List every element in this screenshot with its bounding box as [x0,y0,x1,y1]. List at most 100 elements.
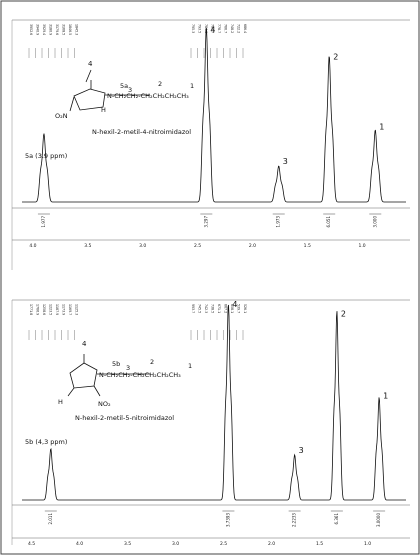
c4-label-top: 4 [88,60,93,68]
peak-list-value: 1766.9 [36,304,40,315]
integral-value: 3.000 [372,216,377,228]
xtick-label: 4.0 [76,541,83,547]
xtick-label: 4.0 [29,243,36,249]
peak-list-value: 658.1 [230,304,234,313]
xtick-label: 1.5 [316,541,323,547]
label-5b-ppm: 5b (4,3 ppm) [25,438,67,446]
integral-value: 3.297 [203,216,208,228]
peak-list-value: 742.3 [204,304,208,313]
xtick-label: 3.5 [84,243,91,249]
xtick-label: 2.0 [249,243,256,249]
peak-list-value: 748.2 [230,24,234,33]
peak-list-value: 3952.6 [29,24,33,35]
bottom-spectrum-trace [22,304,406,501]
peak-list-value: 745.5 [198,304,202,313]
c2-label-top: 2 [158,80,162,88]
chain-formula-bottom: N-CH₂CH₂-CH₂CH₂CH₂CH₃ [99,371,181,379]
peak-list-value: 778.7 [217,24,221,33]
peak-list-value: 784.6 [204,24,208,33]
xtick-label: 1.0 [364,541,371,547]
integral-value: 1.973 [276,216,281,228]
c2-label-bottom: 2 [150,358,154,366]
nitro-bond-top [69,96,75,112]
xtick-label: 4.5 [28,541,35,547]
integral-value: 2.2233 [292,513,297,527]
integral-value: 6.361 [334,513,339,525]
xtick-label: 3.0 [139,243,146,249]
peak-list-value: 667.2 [224,304,228,313]
chain-formula-top: N-CH₂CH₂-CH₂CH₂CH₂CH₃ [107,92,189,100]
peak-list-value: 1169.7 [68,304,72,315]
peak-list-value: 3179.6 [55,24,59,35]
peak-label: 2 [341,310,346,319]
h-atom-top: H [101,106,106,114]
nitro-bond-bottom [93,385,101,397]
structure-4-nitro [69,69,150,112]
peak-list-value: 1187.9 [55,304,59,315]
c4-label-bottom: 4 [82,340,87,348]
integral-value: 3.0000 [376,513,381,527]
peak-list-value: 993.7 [191,304,195,313]
peak-list-value: 1771.8 [29,304,33,315]
peak-list-value: 3180.9 [49,24,53,35]
xtick-label: 2.5 [194,243,201,249]
integral-value: 6.051 [326,216,331,228]
peak-list-value: 3168.5 [62,24,66,35]
peak-list-value: 722.2 [237,24,241,33]
no2-label-bottom: NO₂ [98,400,111,408]
methyl-line-top [85,69,92,83]
peak-list-value: 738.5 [211,304,215,313]
peak-label: 1 [379,123,384,132]
xtick-label: 2.5 [220,541,227,547]
xtick-label: 3.5 [124,541,131,547]
c3-label-top: 3 [128,86,132,94]
integral-value: 1.977 [41,216,46,228]
h-atom-bottom: H [58,398,63,406]
peak-label: 4 [232,300,237,309]
peak-list-value: 671.1 [217,304,221,313]
imidazole-ring-bottom [69,362,98,389]
peak-list-value: 783.7 [211,24,215,33]
integral-value: 3.7393 [225,513,230,527]
peak-list-value: 526.1 [243,304,247,313]
peak-list-value: 1845.3 [75,24,79,35]
peak-list-value: 3940.9 [36,24,40,35]
c1-label-top: 1 [190,82,194,90]
peak-list-value: 1173.9 [62,304,66,315]
c5b-label: 5b [112,360,120,368]
no2-label-top: O₂N [55,112,68,120]
peak-list-value: 766.7 [224,24,228,33]
label-5a-ppm: 5a (3.9 ppm) [25,152,67,160]
peak-label: 4 [210,25,215,34]
top-integrals: 1.977 3.297 1.973 6.051 3.000 [37,213,382,228]
h-bond-bottom [67,387,75,397]
peak-list-value: 1846.5 [68,24,72,35]
peak-list-value: 793.5 [198,24,202,33]
imidazole-ring-top [73,88,106,111]
integral-value: 2.011 [48,513,53,525]
peak-list-value: 1223.5 [49,304,53,315]
peak-list-value: 795.3 [191,24,195,33]
compound-name-top: N-hexil-2-metil-4-nitroimidazol [92,128,191,136]
compound-name-bottom: N-hexil-2-metil-5-nitroimidazol [75,414,174,422]
xtick-label: 1.5 [304,243,311,249]
peak-list-value: 1125.3 [75,304,79,315]
xtick-label: 3.0 [172,541,179,547]
top-spectrum-trace [22,28,406,203]
peak-list-value: 1258.6 [42,304,46,315]
peak-label: 3 [283,157,288,166]
structure-5-nitro [67,354,150,397]
peak-list-value: 686.4 [243,24,247,33]
bottom-integrals: 2.011 3.7393 2.2233 6.361 3.0000 [44,510,386,527]
xtick-label: 2.0 [268,541,275,547]
c3-label-bottom: 3 [126,364,130,372]
